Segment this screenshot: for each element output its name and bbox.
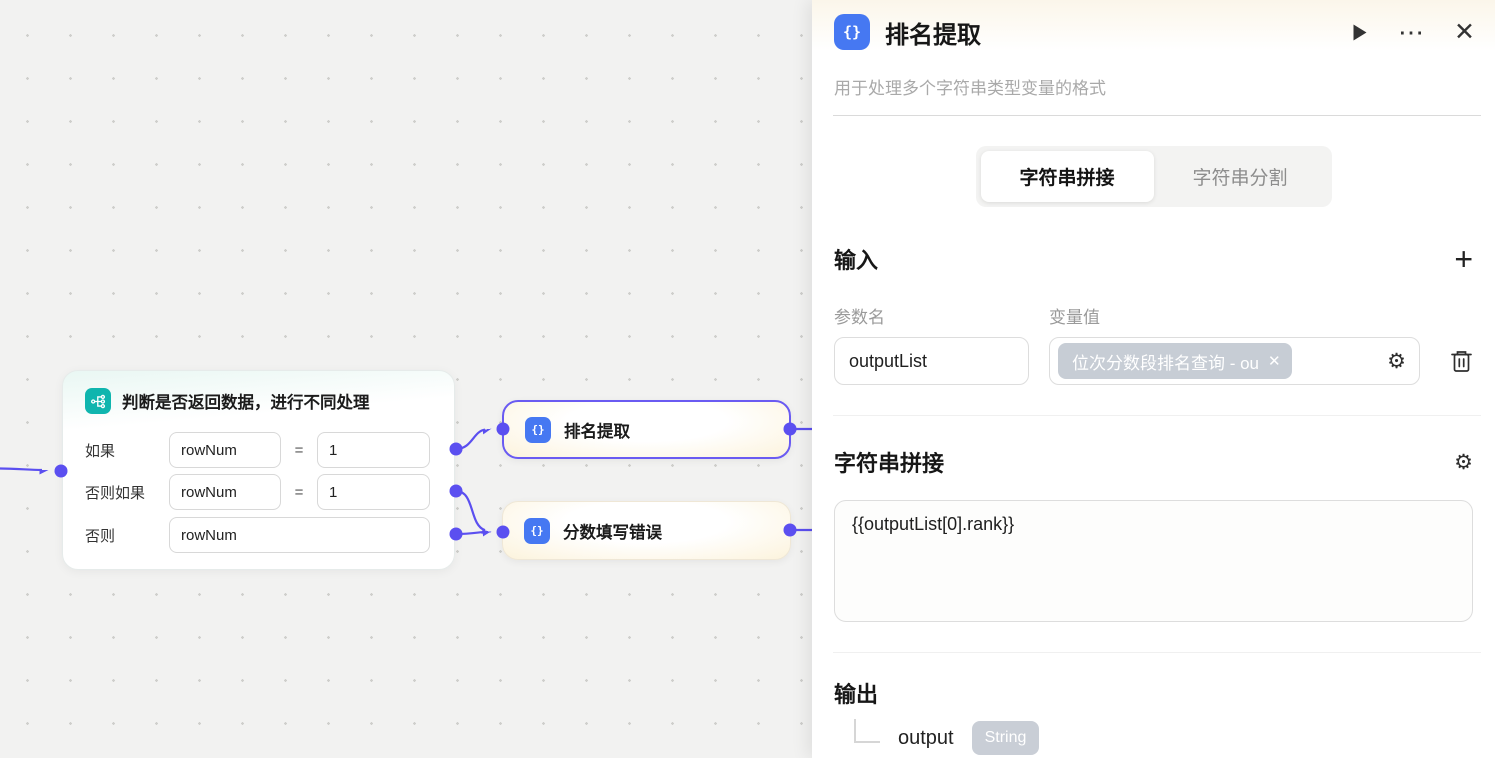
col-param-value: 变量值 <box>1049 308 1100 327</box>
close-icon: ✕ <box>1454 17 1475 46</box>
variable-reference-tag[interactable]: 位次分数段排名查询 - ou ✕ <box>1058 343 1292 379</box>
tab-string-split[interactable]: 字符串分割 <box>1192 168 1288 189</box>
node-description-input[interactable]: 用于处理多个字符串类型变量的格式 <box>834 79 1106 98</box>
condition-else-input[interactable]: rowNum <box>169 517 430 553</box>
close-panel-button[interactable]: ✕ <box>1454 17 1475 46</box>
concat-template-textarea[interactable]: {{outputList[0].rank}} <box>834 500 1473 622</box>
text-process-icon: {} <box>525 416 551 443</box>
node-title: 排名提取 <box>564 422 630 441</box>
condition-row-else: 否则 rowNum <box>85 517 430 553</box>
node-config-panel: {} 排名提取 ⋯ ✕ 用于处理多个字符串类型变量的格式 字符串拼接 字符串分割… <box>812 0 1495 758</box>
output-item: output String <box>812 719 1495 757</box>
section-divider <box>833 652 1481 653</box>
condition-operator[interactable]: = <box>294 441 304 459</box>
condition-node[interactable]: 判断是否返回数据，进行不同处理 如果 rowNum = 1 否则如果 rowNu… <box>62 370 455 570</box>
condition-label: 否则 <box>85 527 116 545</box>
condition-left-input[interactable]: rowNum <box>169 474 281 510</box>
col-param-name: 参数名 <box>834 308 885 327</box>
edge-else-to-error <box>455 530 485 534</box>
condition-operator[interactable]: = <box>294 483 304 501</box>
condition-right-input[interactable]: 1 <box>317 474 430 510</box>
text-process-icon: {} <box>524 517 550 544</box>
tab-string-concat[interactable]: 字符串拼接 <box>980 151 1154 202</box>
param-row: outputList 位次分数段排名查询 - ou ✕ ⚙ <box>812 337 1495 385</box>
edge-incoming <box>0 467 42 471</box>
param-column-headers: 参数名 变量值 <box>812 303 1495 328</box>
panel-title: 排名提取 <box>885 21 981 49</box>
ellipsis-icon: ⋯ <box>1398 17 1425 47</box>
edge-if-to-rank <box>455 430 485 451</box>
concat-settings-icon[interactable]: ⚙ <box>1454 450 1473 474</box>
output-var-name: output <box>898 726 954 749</box>
condition-label: 如果 <box>85 442 116 460</box>
remove-variable-icon[interactable]: ✕ <box>1268 353 1281 370</box>
input-section-header: 输入 + <box>812 243 1495 275</box>
value-settings-icon[interactable]: ⚙ <box>1387 349 1406 373</box>
condition-right-input[interactable]: 1 <box>317 432 430 468</box>
delete-param-button[interactable] <box>1450 349 1473 374</box>
condition-node-title: 判断是否返回数据，进行不同处理 <box>122 394 370 412</box>
condition-label: 否则如果 <box>85 484 146 502</box>
edge-elseif-to-error <box>455 489 485 530</box>
text-process-icon: {} <box>834 14 870 50</box>
param-value-field[interactable]: 位次分数段排名查询 - ou ✕ ⚙ <box>1049 337 1420 385</box>
workflow-canvas[interactable]: 判断是否返回数据，进行不同处理 如果 rowNum = 1 否则如果 rowNu… <box>0 0 812 758</box>
panel-header: {} 排名提取 ⋯ ✕ <box>812 0 1495 54</box>
input-section-title: 输入 <box>834 248 879 273</box>
header-divider <box>833 115 1481 116</box>
concat-section-header: 字符串拼接 ⚙ <box>812 446 1495 478</box>
add-param-button[interactable]: + <box>1454 241 1473 277</box>
output-type-badge: String <box>971 721 1040 755</box>
play-icon <box>1353 24 1367 40</box>
concat-section-title: 字符串拼接 <box>834 451 945 476</box>
mode-tabs: 字符串拼接 字符串分割 <box>975 146 1332 207</box>
condition-row-if: 如果 rowNum = 1 <box>85 432 430 468</box>
section-divider <box>833 415 1481 416</box>
condition-row-elseif: 否则如果 rowNum = 1 <box>85 474 430 510</box>
output-section-header: 输出 <box>812 677 1495 709</box>
run-node-button[interactable] <box>1352 23 1368 42</box>
variable-tag-label: 位次分数段排名查询 - ou <box>1072 353 1260 373</box>
node-rank-extract[interactable]: {} 排名提取 <box>502 400 791 459</box>
branch-icon <box>85 388 111 414</box>
node-score-error[interactable]: {} 分数填写错误 <box>502 501 791 560</box>
tree-connector <box>854 719 880 743</box>
more-options-button[interactable]: ⋯ <box>1398 19 1424 45</box>
node-title: 分数填写错误 <box>563 523 662 542</box>
trash-icon <box>1451 350 1472 372</box>
param-name-input[interactable]: outputList <box>834 337 1029 385</box>
output-section-title: 输出 <box>834 682 879 707</box>
condition-left-input[interactable]: rowNum <box>169 432 281 468</box>
